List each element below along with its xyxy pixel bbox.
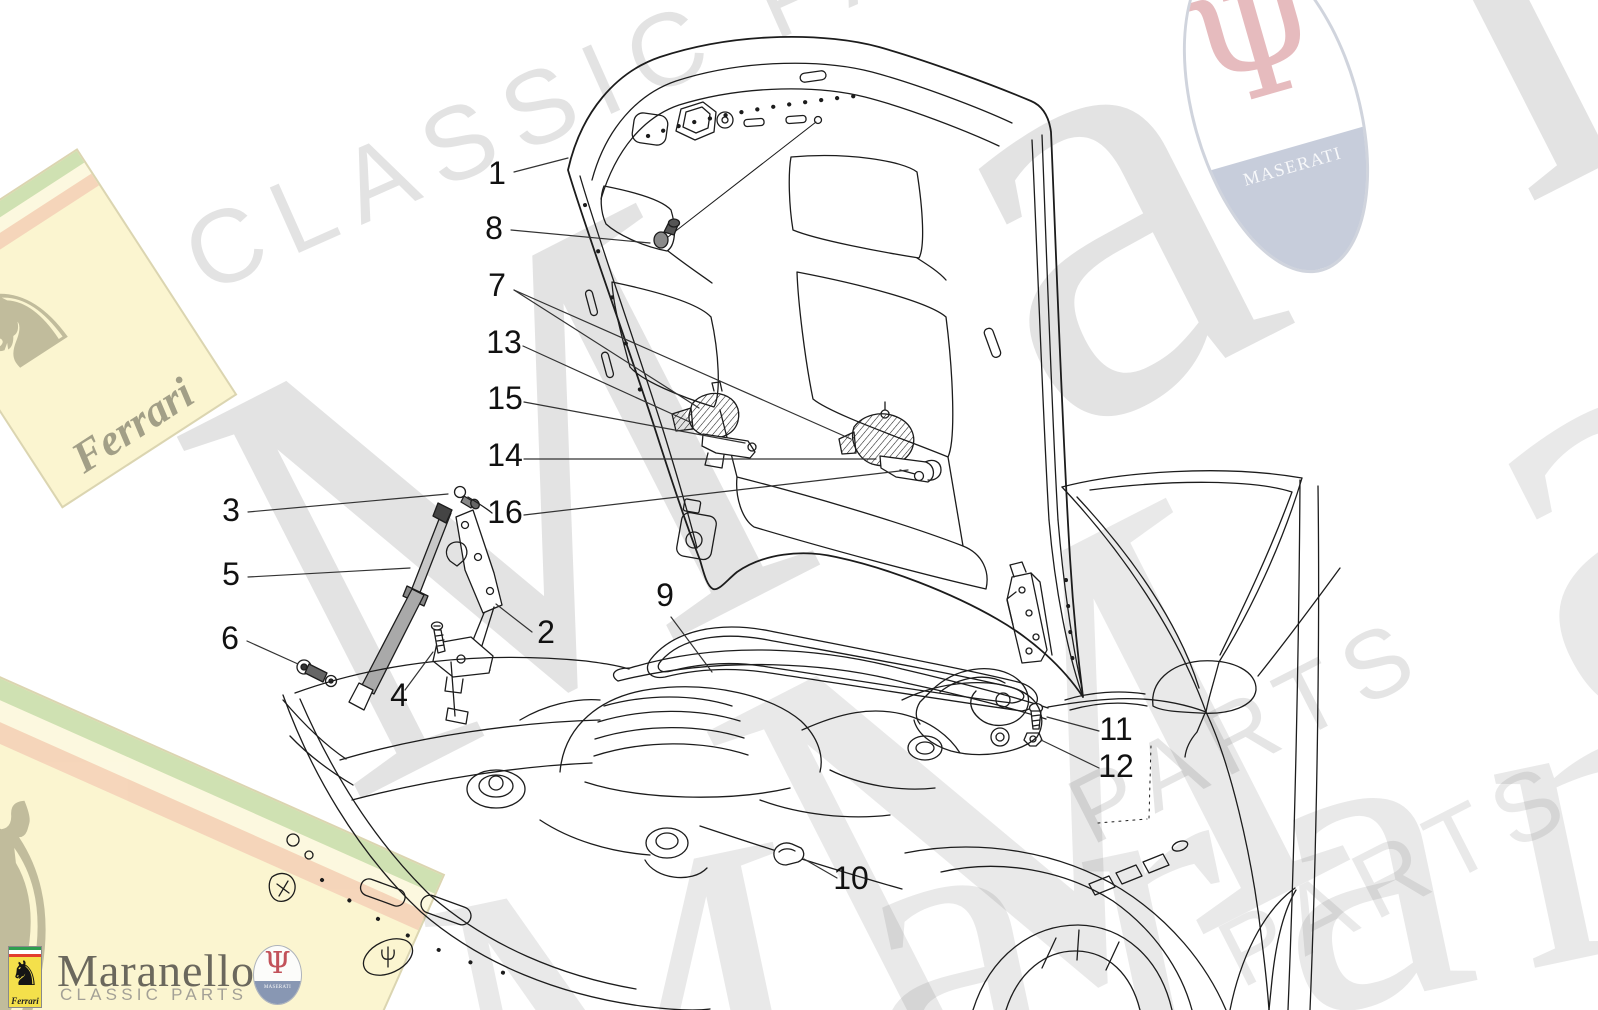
bolt-part-8 [654,219,680,248]
callout-leader-line [405,652,433,690]
callout-leader-line [671,617,712,672]
maserati-watermark-label: MASERATI [1240,142,1344,190]
hood-hinge-part-2 [433,510,502,724]
callout-number-2: 2 [537,614,555,650]
ferrari-badge-watermark-top: ♞ Ferrari [0,148,238,509]
callout-number-12: 12 [1098,748,1134,784]
engine-bay [467,683,1042,878]
italian-flag-stripes [0,647,443,931]
callout-number-16: 16 [487,494,523,530]
maserati-band: MASERATI [254,980,301,1004]
callout-leader-line [1047,717,1099,731]
trident-icon: Ψ [264,946,291,982]
maranello-watermark-1: Maranello [95,0,1598,927]
callout-number-14: 14 [487,437,523,473]
ferrari-watermark-label: Ferrari [62,368,203,483]
hood-panel [568,37,1083,697]
callout-leader-line [248,494,448,512]
callout-leader-line [524,470,908,515]
gas-strut-assembly [349,487,492,711]
callout-number-10: 10 [833,860,869,896]
screw-part-11 [1030,704,1043,730]
callout-leader-line [496,604,532,632]
hood-hinge-bracket [1007,562,1052,663]
footer-brand-title: Maranello [57,945,256,996]
callout-number-4: 4 [390,677,408,713]
callout-number-13: 13 [486,324,522,360]
italian-flag-stripes [9,947,41,957]
hood-seal [647,627,1037,711]
classic-parts-watermark: CLASSIC PARTS [167,0,1179,316]
callout-leader-line [804,859,837,878]
callout-number-8: 8 [485,210,503,246]
screw-part-4 [432,622,446,653]
callout-number-7: 7 [488,267,506,303]
nut-part-12 [1024,733,1042,746]
maranello-watermark-2: Maranello [625,0,1598,1010]
callout-leader-line [514,158,568,172]
callout-number-11: 11 [1099,711,1132,747]
prancing-horse-icon: ♞ [9,955,41,993]
callout-leader-line [514,290,699,408]
maserati-footer-label: MASERATI [263,983,292,990]
trident-icon: Ψ [1169,0,1345,147]
prancing-horse-icon: ♞ [0,235,99,407]
ferrari-footer-label: Ferrari [11,996,39,1006]
trident-badge [358,932,419,983]
hood-lock-right [839,402,941,482]
footer-brand-tagline: CLASSIC PARTS [60,985,248,1004]
italian-flag-stripes [0,150,99,297]
fender-and-wheel [700,745,1226,1010]
callout-number-5: 5 [222,556,240,592]
body-hinge-arm [916,669,1028,726]
front-clip [269,657,710,1010]
callout-number-1: 1 [488,155,506,191]
callout-number-6: 6 [221,620,239,656]
callout-number-9: 9 [656,577,674,613]
maserati-footer-badge: Ψ MASERATI [253,945,302,1005]
callout-leader-line [523,346,692,423]
callout-leader-line [511,230,650,243]
parts-watermark-2: PARTS [1202,738,1593,1008]
hood-lock-left [672,382,756,468]
callout-number-15: 15 [487,380,523,416]
car-body [269,471,1340,1010]
maserati-badge-watermark: Ψ MASERATI [1148,0,1404,295]
callout-leader-line [524,402,745,443]
callout-leader-line [514,290,851,439]
ball-joint-part-6 [297,660,337,687]
parts-watermark-1: PARTS [1052,595,1443,865]
maranello-watermark-3: Maranello [390,372,1598,1010]
maserati-band: MASERATI [1209,125,1400,291]
hood-corner-bracket [675,499,717,561]
ferrari-footer-badge: ♞ Ferrari [8,946,42,1008]
callout-leader-line [248,568,410,577]
callout-leader-line [1041,740,1099,768]
callout-number-3: 3 [222,492,240,528]
callout-leader-line [247,641,298,664]
